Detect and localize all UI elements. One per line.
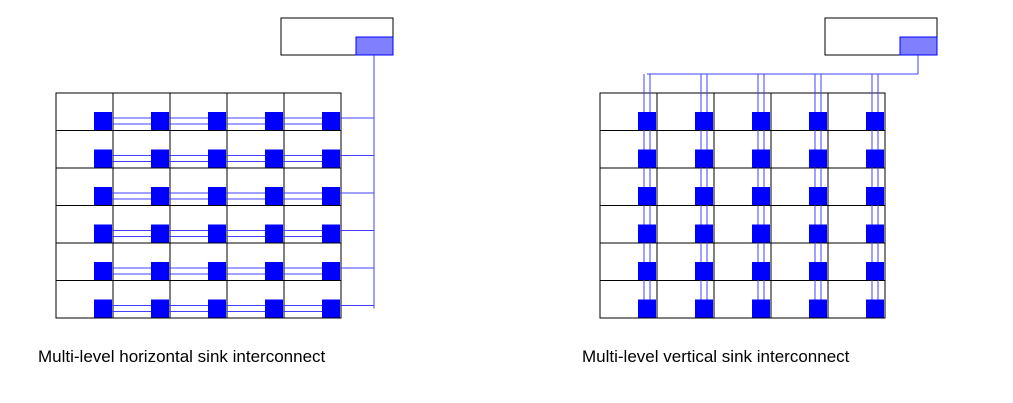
sink-block <box>695 262 713 280</box>
sink-block <box>265 112 283 130</box>
sink-block <box>208 112 226 130</box>
sink-block <box>638 224 656 243</box>
sink-block <box>809 149 827 168</box>
sink-block <box>208 224 226 243</box>
sink-block <box>151 112 169 130</box>
vertical-interconnect-panel <box>599 17 938 319</box>
sink-block <box>94 224 112 243</box>
sink-block <box>265 262 283 280</box>
sink-block <box>638 299 656 318</box>
caption-vertical: Multi-level vertical sink interconnect <box>582 347 850 366</box>
sink-block <box>322 112 340 130</box>
sink-block <box>151 149 169 168</box>
sink-block <box>866 149 884 168</box>
sink-block <box>94 262 112 280</box>
sink-block <box>809 187 827 205</box>
sink-block <box>809 262 827 280</box>
sink-block <box>151 187 169 205</box>
sink-block <box>809 112 827 130</box>
source-tap <box>355 36 394 56</box>
sink-block <box>695 224 713 243</box>
sink-block <box>866 112 884 130</box>
sink-block <box>638 187 656 205</box>
sink-block <box>151 299 169 318</box>
sink-block <box>752 187 770 205</box>
sink-block <box>265 149 283 168</box>
sink-block <box>752 262 770 280</box>
sink-block <box>638 112 656 130</box>
grid-cell <box>827 280 886 319</box>
sink-block <box>322 149 340 168</box>
sink-block <box>322 224 340 243</box>
sink-block <box>322 187 340 205</box>
sink-block <box>752 149 770 168</box>
sink-block <box>809 224 827 243</box>
sink-block <box>695 112 713 130</box>
sink-block <box>322 262 340 280</box>
sink-block <box>265 299 283 318</box>
sink-block <box>322 299 340 318</box>
sink-block <box>265 224 283 243</box>
sink-block <box>94 112 112 130</box>
sink-block <box>151 224 169 243</box>
sink-block <box>208 149 226 168</box>
sink-block <box>695 299 713 318</box>
sink-block <box>151 262 169 280</box>
caption-horizontal: Multi-level horizontal sink interconnect <box>38 347 326 366</box>
sink-block <box>94 299 112 318</box>
sink-block <box>695 149 713 168</box>
horizontal-interconnect-panel <box>55 17 394 319</box>
sink-block <box>866 262 884 280</box>
sink-block <box>866 224 884 243</box>
sink-block <box>866 187 884 205</box>
sink-block <box>809 299 827 318</box>
sink-block <box>752 224 770 243</box>
sink-block <box>208 187 226 205</box>
grid-cell <box>283 280 342 319</box>
source-tap <box>899 36 938 56</box>
sink-block <box>752 299 770 318</box>
sink-block <box>94 149 112 168</box>
sink-block <box>208 299 226 318</box>
sink-block <box>208 262 226 280</box>
sink-block <box>695 187 713 205</box>
sink-block <box>638 149 656 168</box>
sink-block <box>866 299 884 318</box>
sink-block <box>94 187 112 205</box>
sink-block <box>265 187 283 205</box>
sink-block <box>638 262 656 280</box>
sink-block <box>752 112 770 130</box>
